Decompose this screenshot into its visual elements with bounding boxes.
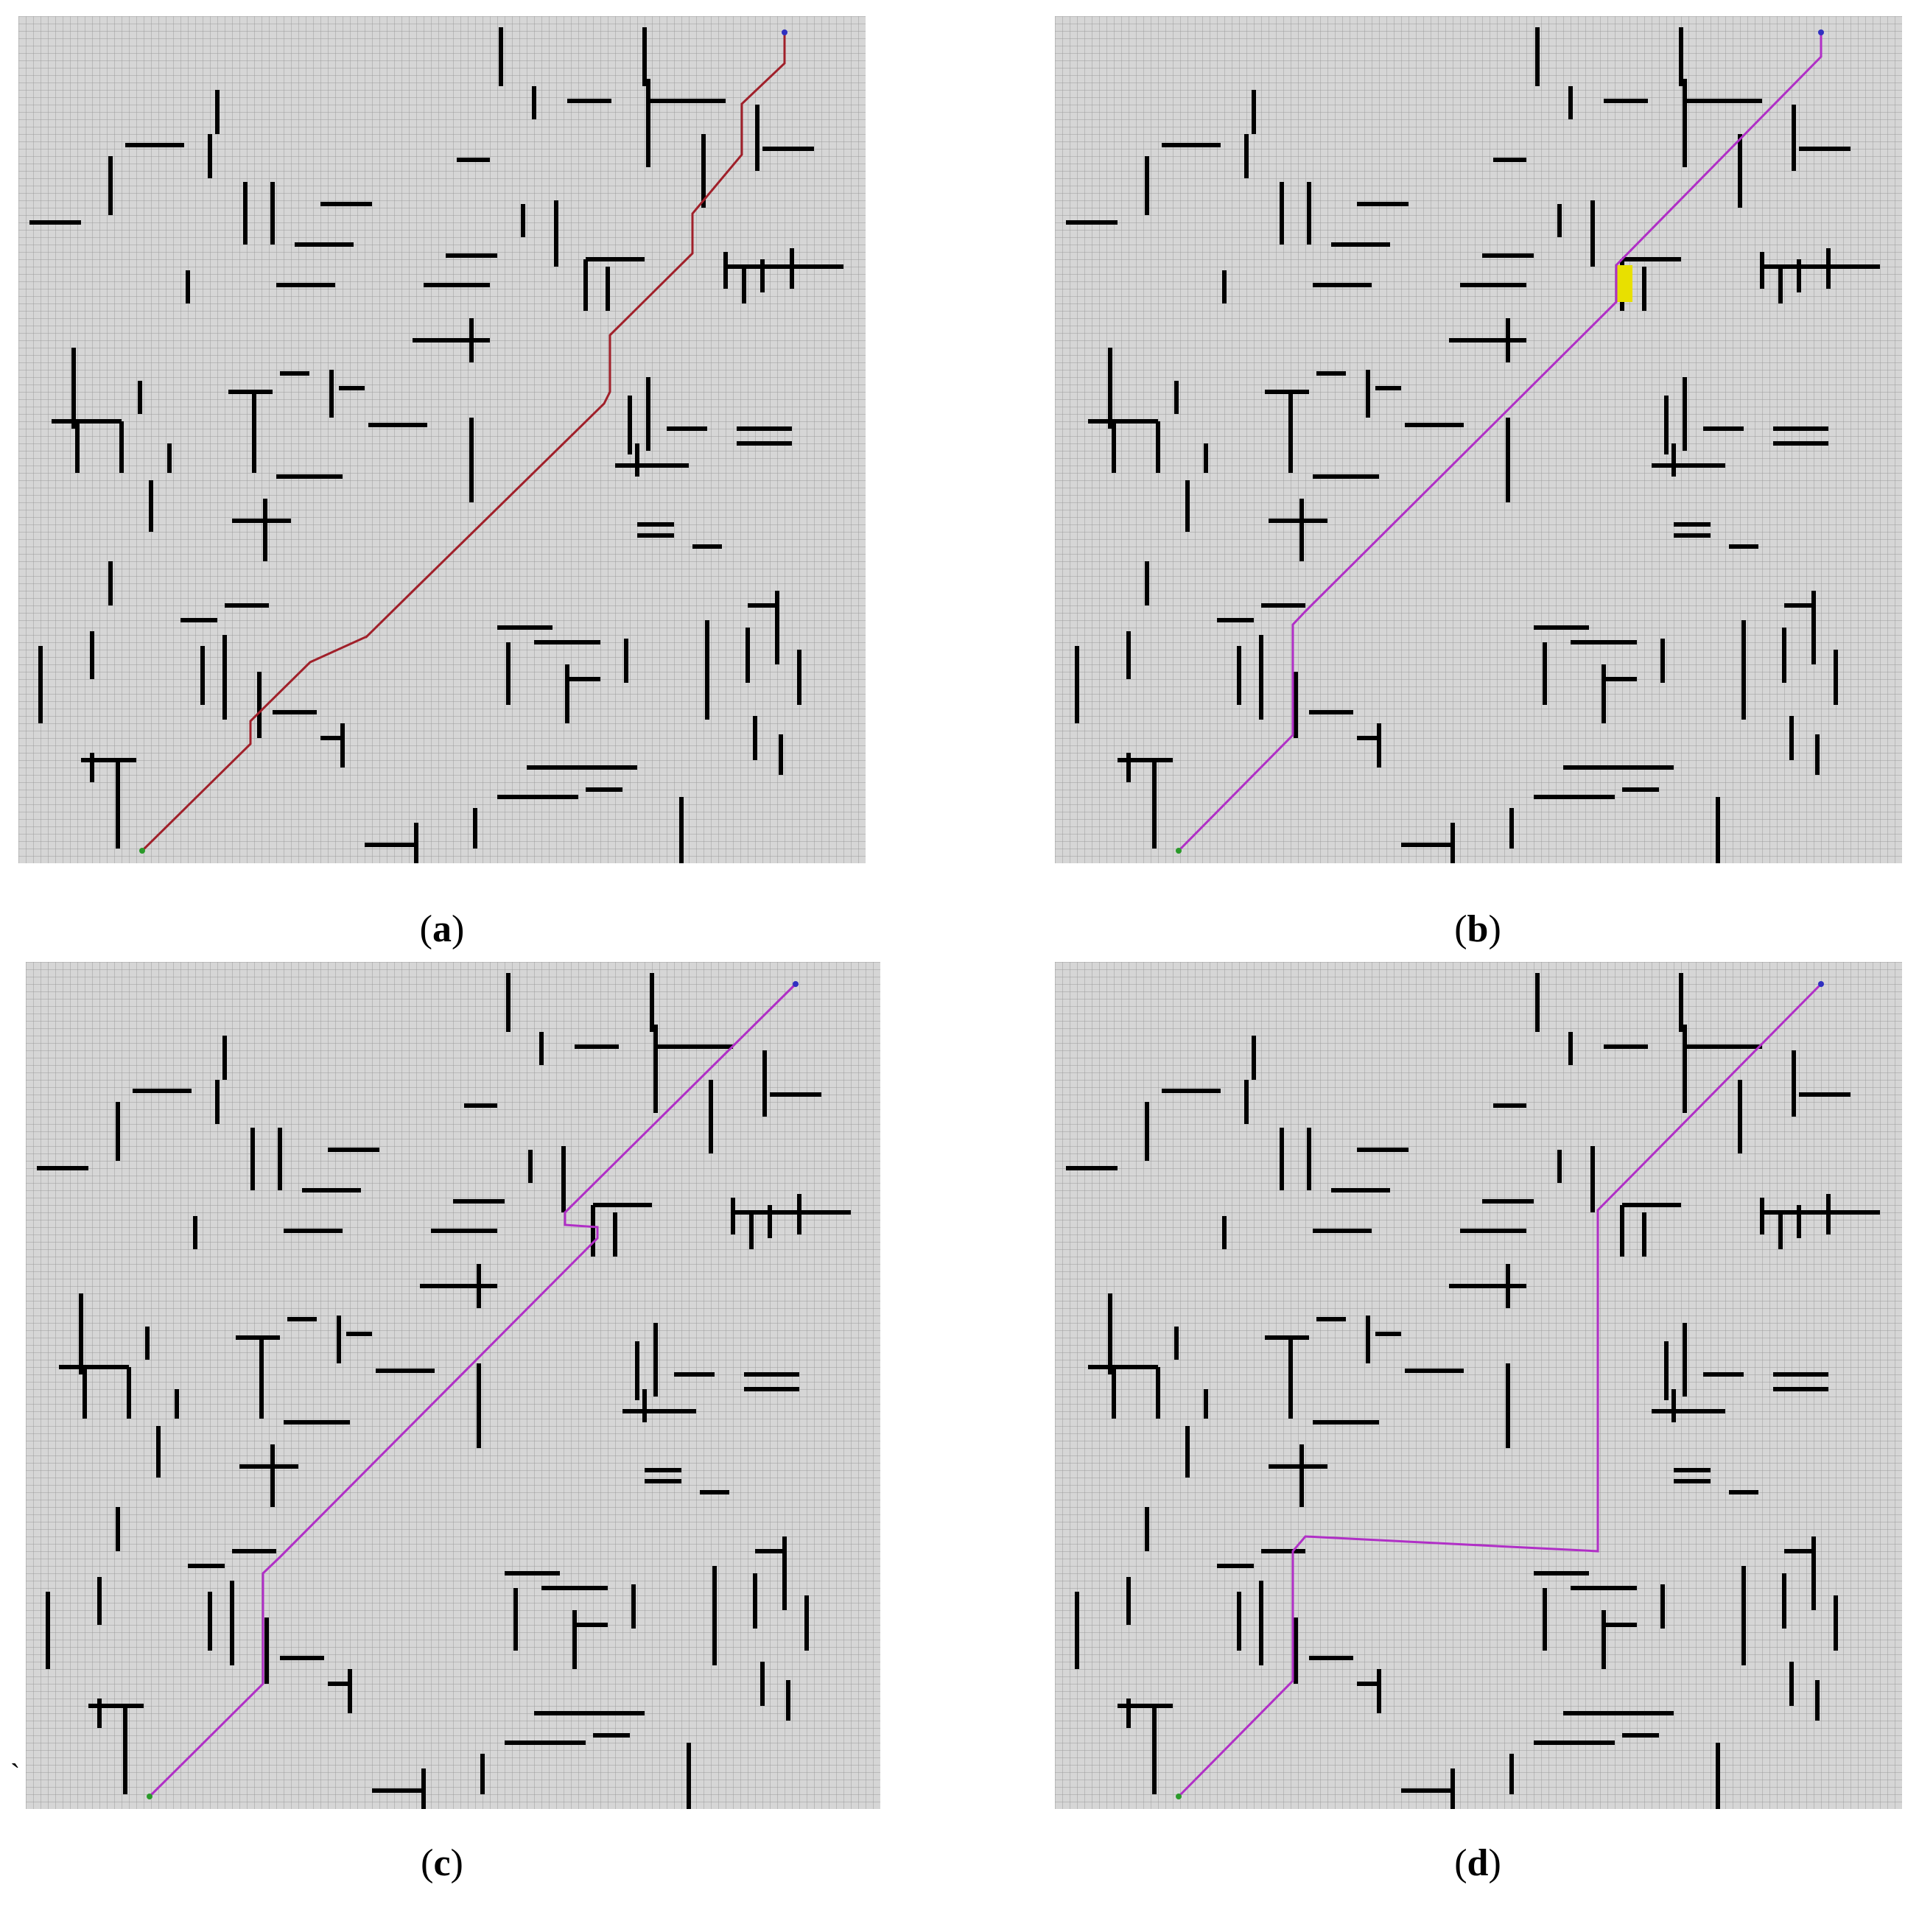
obstacles bbox=[37, 973, 851, 1809]
obstacles bbox=[29, 27, 843, 863]
caption-d-letter: d bbox=[1467, 1842, 1489, 1884]
planned-path bbox=[1177, 983, 1822, 1798]
goal-point-marker bbox=[793, 981, 799, 987]
caption-b: (b) bbox=[1454, 908, 1501, 950]
goal-point-marker bbox=[782, 29, 787, 35]
grid-background bbox=[1055, 962, 1902, 1809]
stray-backtick-mark: ` bbox=[10, 1757, 21, 1791]
panel-a-grid-map bbox=[18, 16, 866, 863]
caption-b-letter: b bbox=[1467, 908, 1489, 950]
grid-map-svg-c bbox=[26, 962, 880, 1809]
grid-background bbox=[26, 962, 880, 1809]
caption-c-letter: c bbox=[433, 1842, 451, 1884]
caption-a-letter: a bbox=[432, 908, 452, 950]
panel-d-grid-map bbox=[1055, 962, 1902, 1809]
highlighted-cells bbox=[1616, 265, 1632, 302]
grid-map-svg-b bbox=[1055, 16, 1902, 863]
obstacles bbox=[1066, 27, 1880, 863]
caption-c: (c) bbox=[421, 1842, 463, 1884]
panel-c-grid-map bbox=[26, 962, 880, 1809]
grid-map-svg-a bbox=[18, 16, 866, 863]
grid-map-svg-d bbox=[1055, 962, 1902, 1809]
planned-path bbox=[141, 32, 786, 852]
start-point-marker bbox=[1176, 848, 1182, 854]
goal-point-marker bbox=[1818, 29, 1824, 35]
start-point-marker bbox=[1176, 1794, 1182, 1799]
planned-path bbox=[148, 983, 797, 1798]
start-point-marker bbox=[139, 848, 145, 854]
panel-b-grid-map bbox=[1055, 16, 1902, 863]
caption-a: (a) bbox=[419, 908, 465, 950]
planned-path bbox=[1177, 32, 1822, 852]
grid-background bbox=[18, 16, 866, 863]
start-point-marker bbox=[147, 1794, 152, 1799]
obstacles bbox=[1066, 973, 1880, 1809]
caption-d: (d) bbox=[1454, 1842, 1501, 1884]
goal-point-marker bbox=[1818, 981, 1824, 987]
